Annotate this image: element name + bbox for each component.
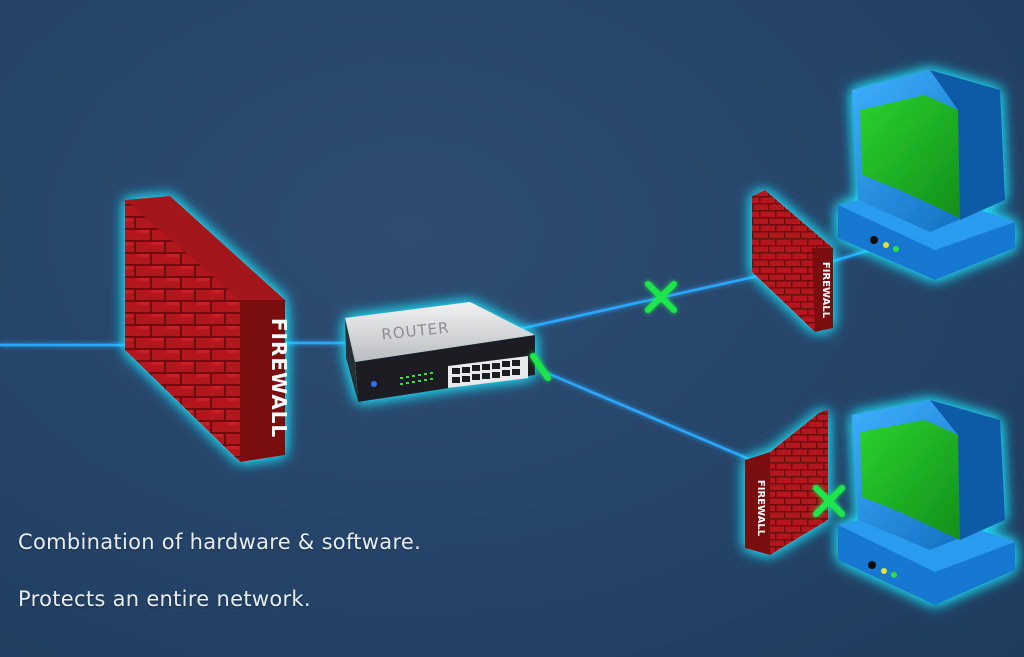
bottom-computer [838, 400, 1015, 605]
x-mark-icon [645, 281, 677, 313]
computer-led-yellow [883, 242, 889, 248]
x-mark-icon [813, 485, 845, 517]
caption-line-1: Combination of hardware & software. [18, 530, 422, 554]
router-icon [345, 302, 535, 362]
computer-led-green [893, 246, 899, 252]
main-firewall-label: FIREWALL [267, 318, 291, 438]
link-router-to-bottom-firewall [539, 368, 771, 470]
link-top-firewall-to-top-computer [829, 248, 871, 264]
top-firewall: FIREWALL [752, 190, 833, 332]
x-mark-icon [530, 353, 551, 381]
router: ROUTER [345, 302, 535, 402]
computer-power-button [868, 561, 876, 569]
link-router-to-top-firewall [514, 268, 786, 332]
caption-line-2: Protects an entire network. [18, 587, 311, 611]
brick-wall-icon [752, 190, 833, 332]
computer-led-yellow [881, 568, 887, 574]
computer-screen [860, 95, 960, 218]
bottom-firewall-label: FIREWALL [755, 480, 766, 537]
bottom-firewall: FIREWALL [745, 410, 828, 555]
main-firewall: FIREWALL [125, 196, 291, 462]
top-firewall-label: FIREWALL [820, 262, 831, 319]
computer-power-button [870, 236, 878, 244]
computer-led-green [891, 572, 897, 578]
computer-screen [860, 420, 960, 540]
router-power-led [371, 381, 377, 387]
top-computer [838, 70, 1015, 280]
router-status-leds [400, 372, 433, 385]
router-port-holes [452, 360, 520, 383]
blocked-markers [530, 281, 845, 517]
